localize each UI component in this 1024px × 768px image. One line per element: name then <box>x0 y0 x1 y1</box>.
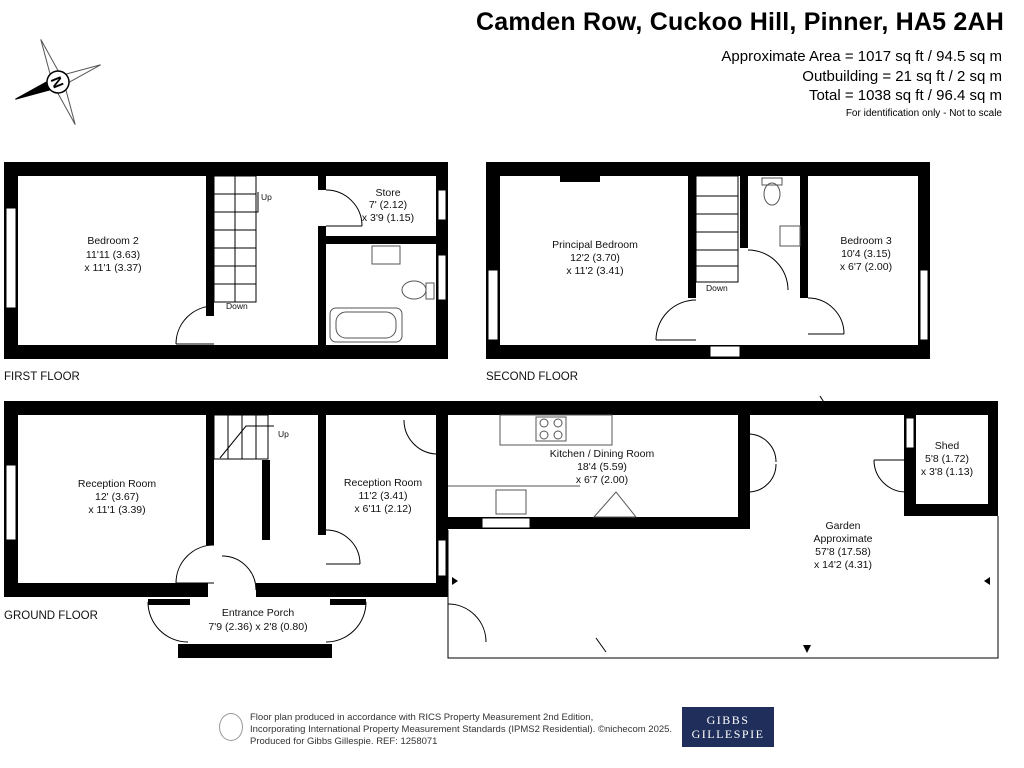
reception2-dim1: 11'2 (3.41) <box>358 490 407 502</box>
footer-line2: Incorporating International Property Mea… <box>250 724 596 735</box>
gibbs-gillespie-logo: GIBBS GILLESPIE <box>682 707 774 747</box>
bedroom2-dim1: 11'11 (3.63) <box>86 249 140 261</box>
footer-line3: Produced for Gibbs Gillespie. REF: 12580… <box>250 736 438 747</box>
first-floor-stairs <box>213 175 259 303</box>
porch-name: Entrance Porch <box>222 607 295 619</box>
first-floor-up-label: Up <box>261 192 272 202</box>
ground-floor-doors <box>147 419 907 643</box>
garden-sub: Approximate <box>814 533 873 545</box>
bedroom2-name: Bedroom 2 <box>87 235 139 247</box>
second-floor-down-label: Down <box>706 283 728 293</box>
footer-line1: Floor plan produced in accordance with R… <box>250 712 594 723</box>
shed-name: Shed <box>935 440 960 452</box>
bedroom3-dim2: x 6'7 (2.00) <box>840 261 892 273</box>
store-name: Store <box>375 187 400 199</box>
garden-boundary <box>447 395 999 659</box>
garden-markers <box>452 402 990 653</box>
first-floor-doors <box>175 189 363 345</box>
principal-bedroom-name: Principal Bedroom <box>552 239 638 251</box>
second-floor-label: SECOND FLOOR <box>486 371 578 383</box>
person-info-icon <box>219 713 243 741</box>
ground-floor-windows <box>5 417 915 577</box>
bedroom2-dim2: x 11'1 (3.37) <box>84 262 141 274</box>
total-area: Total = 1038 sq ft / 96.4 sq m <box>808 87 1002 104</box>
bedroom3-dim1: 10'4 (3.15) <box>841 248 891 260</box>
second-floor-stairs <box>695 175 739 283</box>
second-floor-fixtures <box>761 177 801 247</box>
first-floor-label: FIRST FLOOR <box>4 371 80 383</box>
principal-bedroom-dim2: x 11'2 (3.41) <box>566 265 623 277</box>
first-floor-windows <box>5 189 447 309</box>
kitchen-dim1: 18'4 (5.59) <box>577 461 627 473</box>
reception1-dim1: 12' (3.67) <box>95 491 139 503</box>
reception1-name: Reception Room <box>78 478 156 490</box>
store-dim2: x 3'9 (1.15) <box>362 212 414 224</box>
shed-dim2: x 3'8 (1.13) <box>921 466 973 478</box>
second-floor-windows <box>487 269 929 358</box>
footer-notes: Floor plan produced in accordance with R… <box>250 712 595 748</box>
ground-floor-stairs <box>213 414 274 460</box>
first-floor-fixtures <box>329 245 435 343</box>
second-floor-doors <box>655 249 845 341</box>
property-title: Camden Row, Cuckoo Hill, Pinner, HA5 2AH <box>476 8 1004 36</box>
ground-floor-label: GROUND FLOOR <box>4 610 98 622</box>
approximate-area: Approximate Area = 1017 sq ft / 94.5 sq … <box>721 48 1002 65</box>
store-dim1: 7' (2.12) <box>369 199 407 211</box>
reception2-name: Reception Room <box>344 477 422 489</box>
outbuilding-area: Outbuilding = 21 sq ft / 2 sq m <box>802 68 1002 85</box>
compass-rose-icon: N <box>15 39 101 125</box>
reception1-dim2: x 11'1 (3.39) <box>88 504 145 516</box>
kitchen-fixtures <box>448 414 638 518</box>
garden-dim1: 57'8 (17.58) <box>815 546 871 558</box>
scale-disclaimer: For identification only - Not to scale <box>845 108 1002 119</box>
garden-name: Garden <box>825 520 860 532</box>
principal-bedroom-dim1: 12'2 (3.70) <box>570 252 620 264</box>
shed-dim1: 5'8 (1.72) <box>925 453 969 465</box>
copyright: ©nichecom 2025. <box>598 724 673 735</box>
garden-dim2: x 14'2 (4.31) <box>814 559 872 571</box>
porch-dim: 7'9 (2.36) x 2'8 (0.80) <box>208 621 307 633</box>
bedroom3-name: Bedroom 3 <box>840 235 892 247</box>
reception2-dim2: x 6'11 (2.12) <box>354 503 411 515</box>
first-floor-down-label: Down <box>226 301 248 311</box>
kitchen-name: Kitchen / Dining Room <box>550 448 655 460</box>
ground-floor-up-label: Up <box>278 429 289 439</box>
kitchen-dim2: x 6'7 (2.00) <box>576 474 628 486</box>
